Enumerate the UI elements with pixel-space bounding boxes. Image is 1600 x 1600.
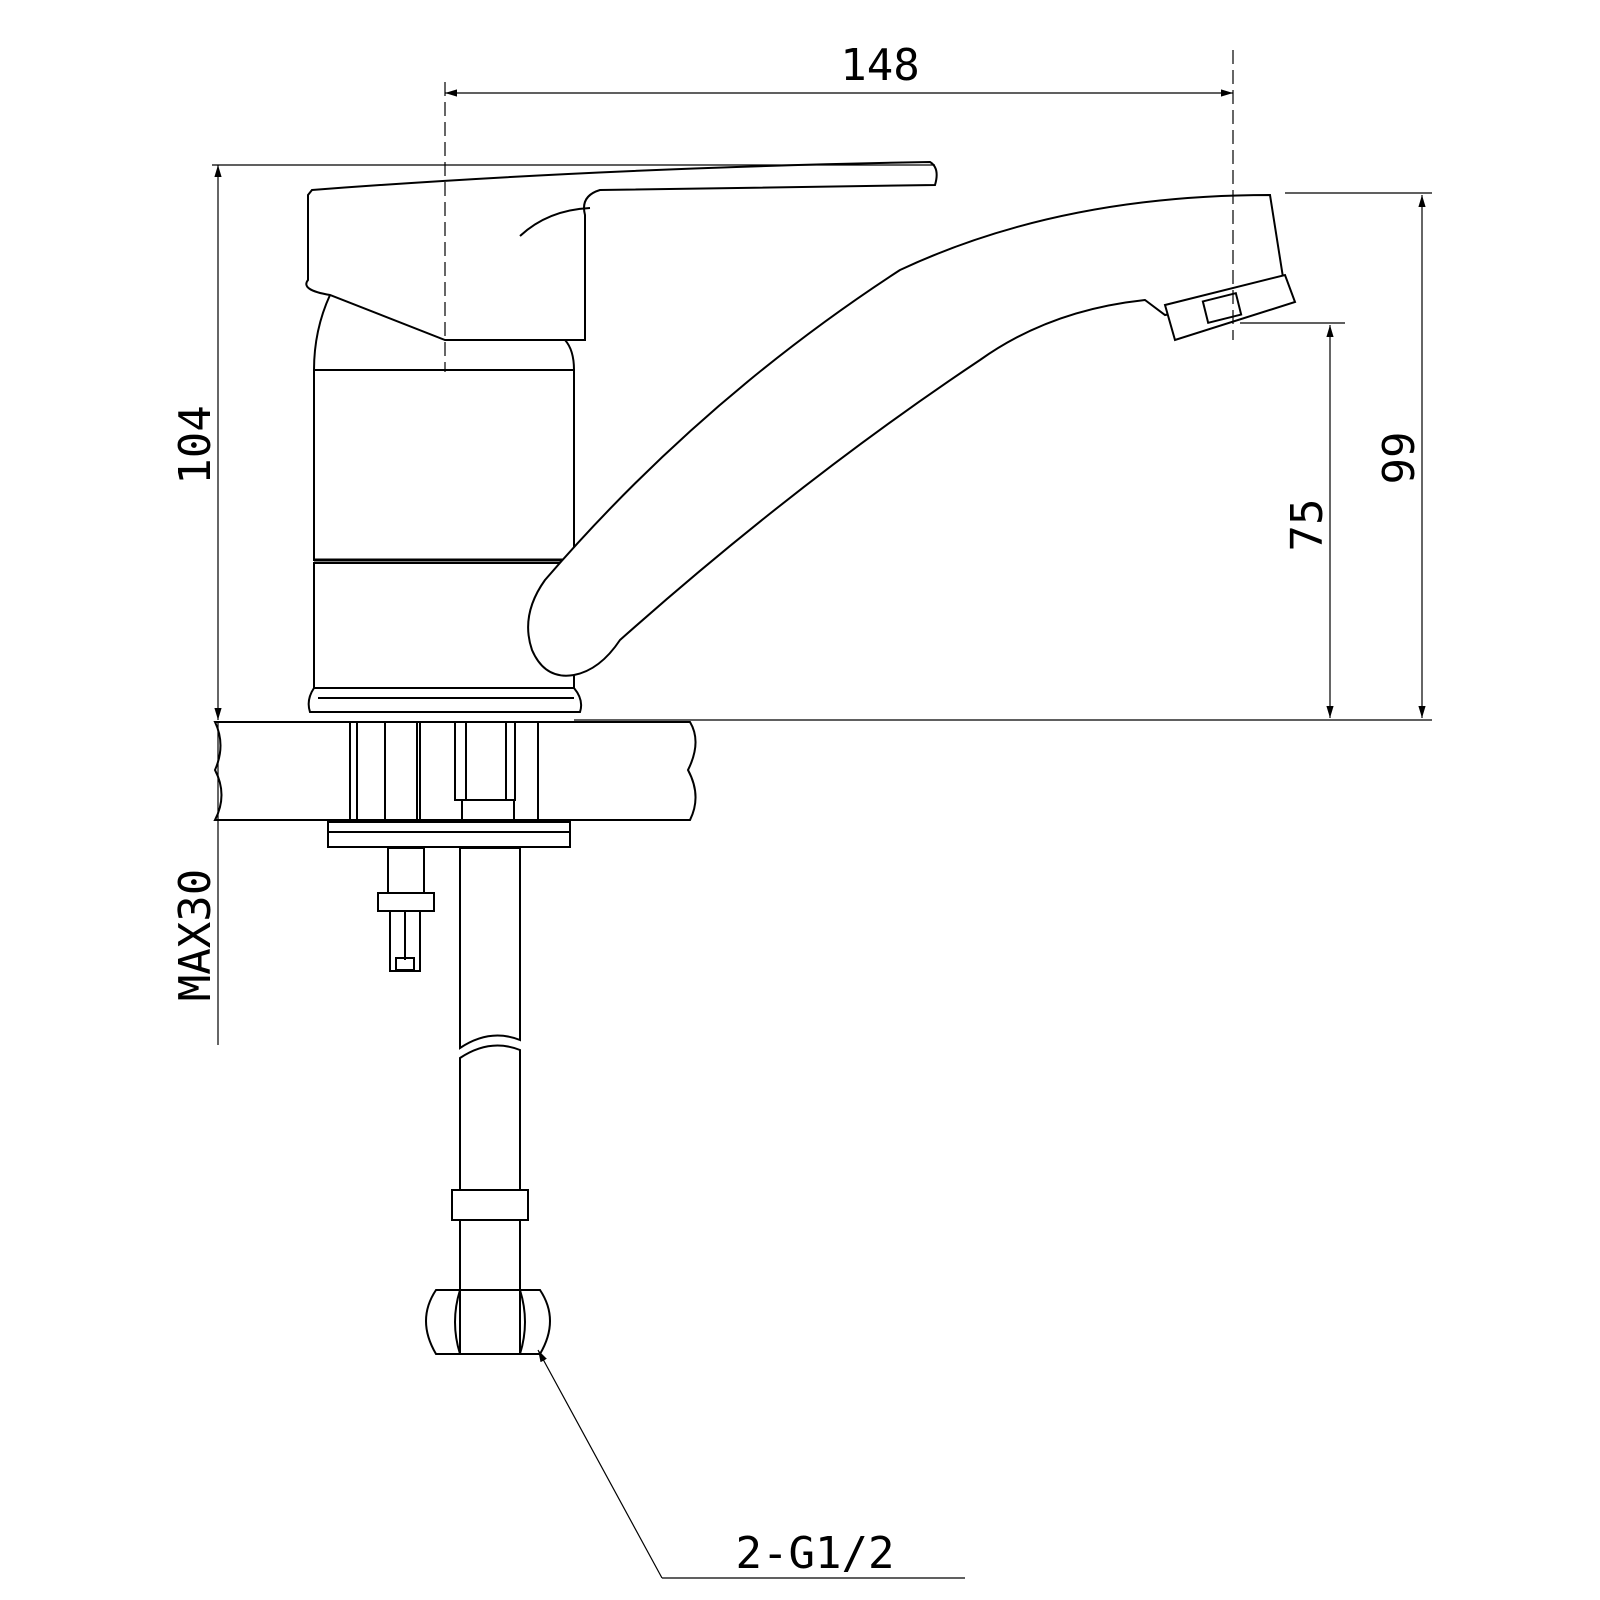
dim-connector: 2-G1/2 xyxy=(736,1528,895,1579)
base-ring xyxy=(307,687,583,713)
dimension-lines xyxy=(212,50,1432,1579)
dim-width-top: 148 xyxy=(840,40,919,91)
dim-height-left: 104 xyxy=(170,405,221,484)
mounting-plate xyxy=(327,821,571,848)
body-upper xyxy=(313,369,575,561)
dim-height-right-outer: 99 xyxy=(1374,432,1425,485)
countertop-right xyxy=(537,721,697,821)
flexible-hose xyxy=(425,847,551,1355)
spout xyxy=(527,193,1287,677)
dim-max-thickness: MAX30 xyxy=(170,869,221,1001)
aerator xyxy=(1163,273,1297,342)
hex-nut xyxy=(425,1289,551,1355)
dim-height-right-inner: 75 xyxy=(1282,499,1333,552)
faucet-body xyxy=(305,160,1297,713)
countertop-left xyxy=(213,721,351,821)
stud-bolt xyxy=(377,847,435,972)
dimension-labels: 148 104 75 99 MAX30 2-G1/2 xyxy=(170,40,1425,1579)
countertop xyxy=(213,721,697,848)
